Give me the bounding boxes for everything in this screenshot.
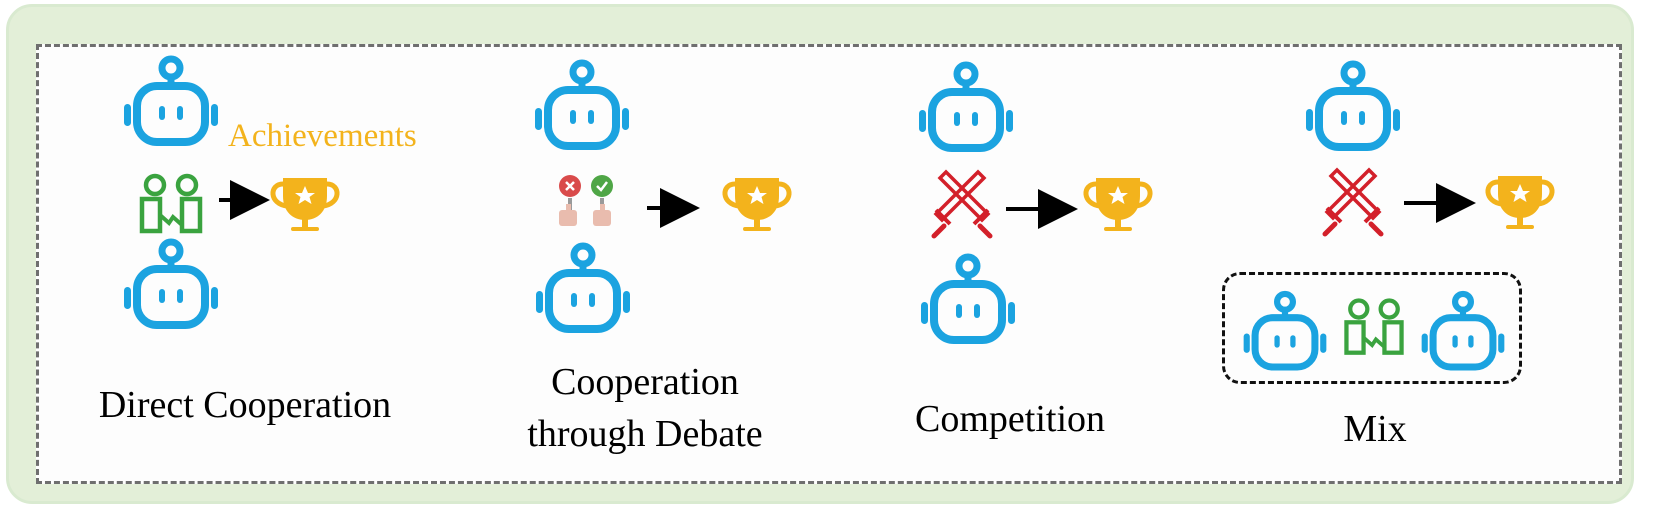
achievements-annotation: Achievements <box>228 118 417 154</box>
robot-icon <box>536 246 630 329</box>
label-line: Competition <box>915 398 1105 440</box>
robot-icon <box>921 257 1015 340</box>
crossed-swords-icon <box>1325 170 1381 234</box>
label-line: Direct Cooperation <box>98 384 392 426</box>
robot-icon <box>124 242 218 325</box>
trophy-icon <box>1086 178 1150 231</box>
debate-vote-icon <box>557 173 615 228</box>
trophy-icon <box>1488 176 1552 229</box>
handshake-people-icon <box>142 176 200 231</box>
label-mix: Mix <box>1290 406 1460 452</box>
trophy-icon <box>725 178 789 231</box>
label-competition: Competition <box>880 396 1140 442</box>
inner-dashed-frame <box>36 44 1622 484</box>
trophy-icon <box>273 178 337 231</box>
label-line: Mix <box>1343 408 1407 450</box>
robot-icon <box>919 65 1013 148</box>
robot-icon <box>1306 64 1400 147</box>
label-line: Cooperation <box>551 361 739 403</box>
robot-icon <box>124 59 218 142</box>
label-cooperation-through-debate: Cooperation through Debate <box>470 356 820 460</box>
mix-group-box <box>1222 272 1522 384</box>
label-direct-cooperation: Direct Cooperation <box>60 382 430 428</box>
robot-icon <box>535 63 629 146</box>
crossed-swords-icon <box>934 172 990 236</box>
label-line: through Debate <box>527 413 763 455</box>
